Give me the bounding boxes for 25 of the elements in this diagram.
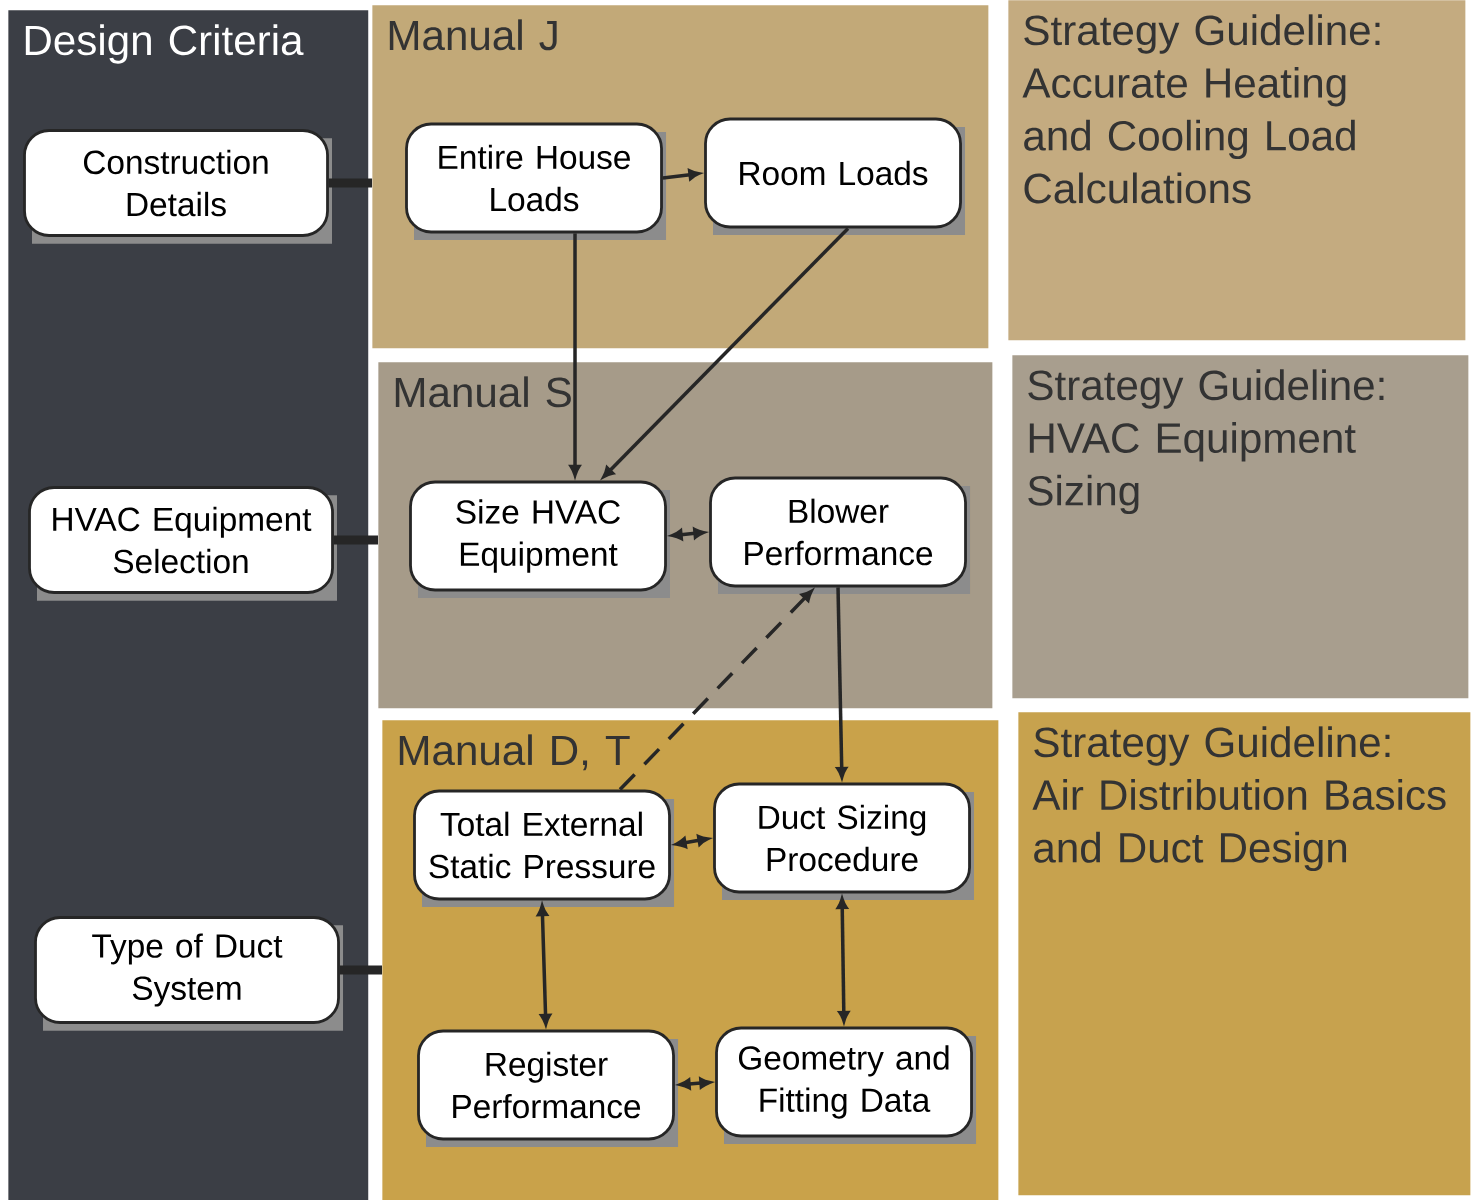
process-box: Room Loads	[704, 117, 962, 229]
arrow	[662, 169, 701, 181]
process-box: Total External Static Pressure	[413, 789, 671, 901]
guideline-panel: Strategy Guideline: Air Distribution Basics and Duct Design	[1018, 712, 1471, 1196]
arrow	[678, 1077, 712, 1090]
arrow	[674, 834, 710, 849]
process-box: Blower Performance	[709, 476, 967, 588]
guideline-panel: Strategy Guideline: Accurate Heating and Cooling Load Calculations	[1008, 0, 1466, 341]
process-box: Entire House Loads	[405, 122, 663, 234]
guideline-panel: Strategy Guideline: HVAC Equipment Sizing	[1012, 355, 1469, 699]
connector-line	[339, 965, 382, 975]
connector-line	[328, 178, 372, 188]
arrow	[670, 527, 706, 541]
arrow	[602, 227, 850, 479]
arrow	[836, 897, 850, 1023]
process-box: Size HVAC Equipment	[409, 480, 667, 592]
process-box: Construction Details	[23, 129, 329, 237]
connector-line	[333, 535, 378, 545]
arrow	[836, 587, 848, 779]
process-box: Duct Sizing Procedure	[713, 782, 971, 894]
process-box: Geometry and Fitting Data	[715, 1026, 973, 1138]
process-box: Register Performance	[417, 1029, 675, 1141]
process-box: HVAC Equipment Selection	[28, 486, 334, 594]
process-box: Type of Duct System	[34, 916, 340, 1024]
arrow	[618, 589, 813, 791]
